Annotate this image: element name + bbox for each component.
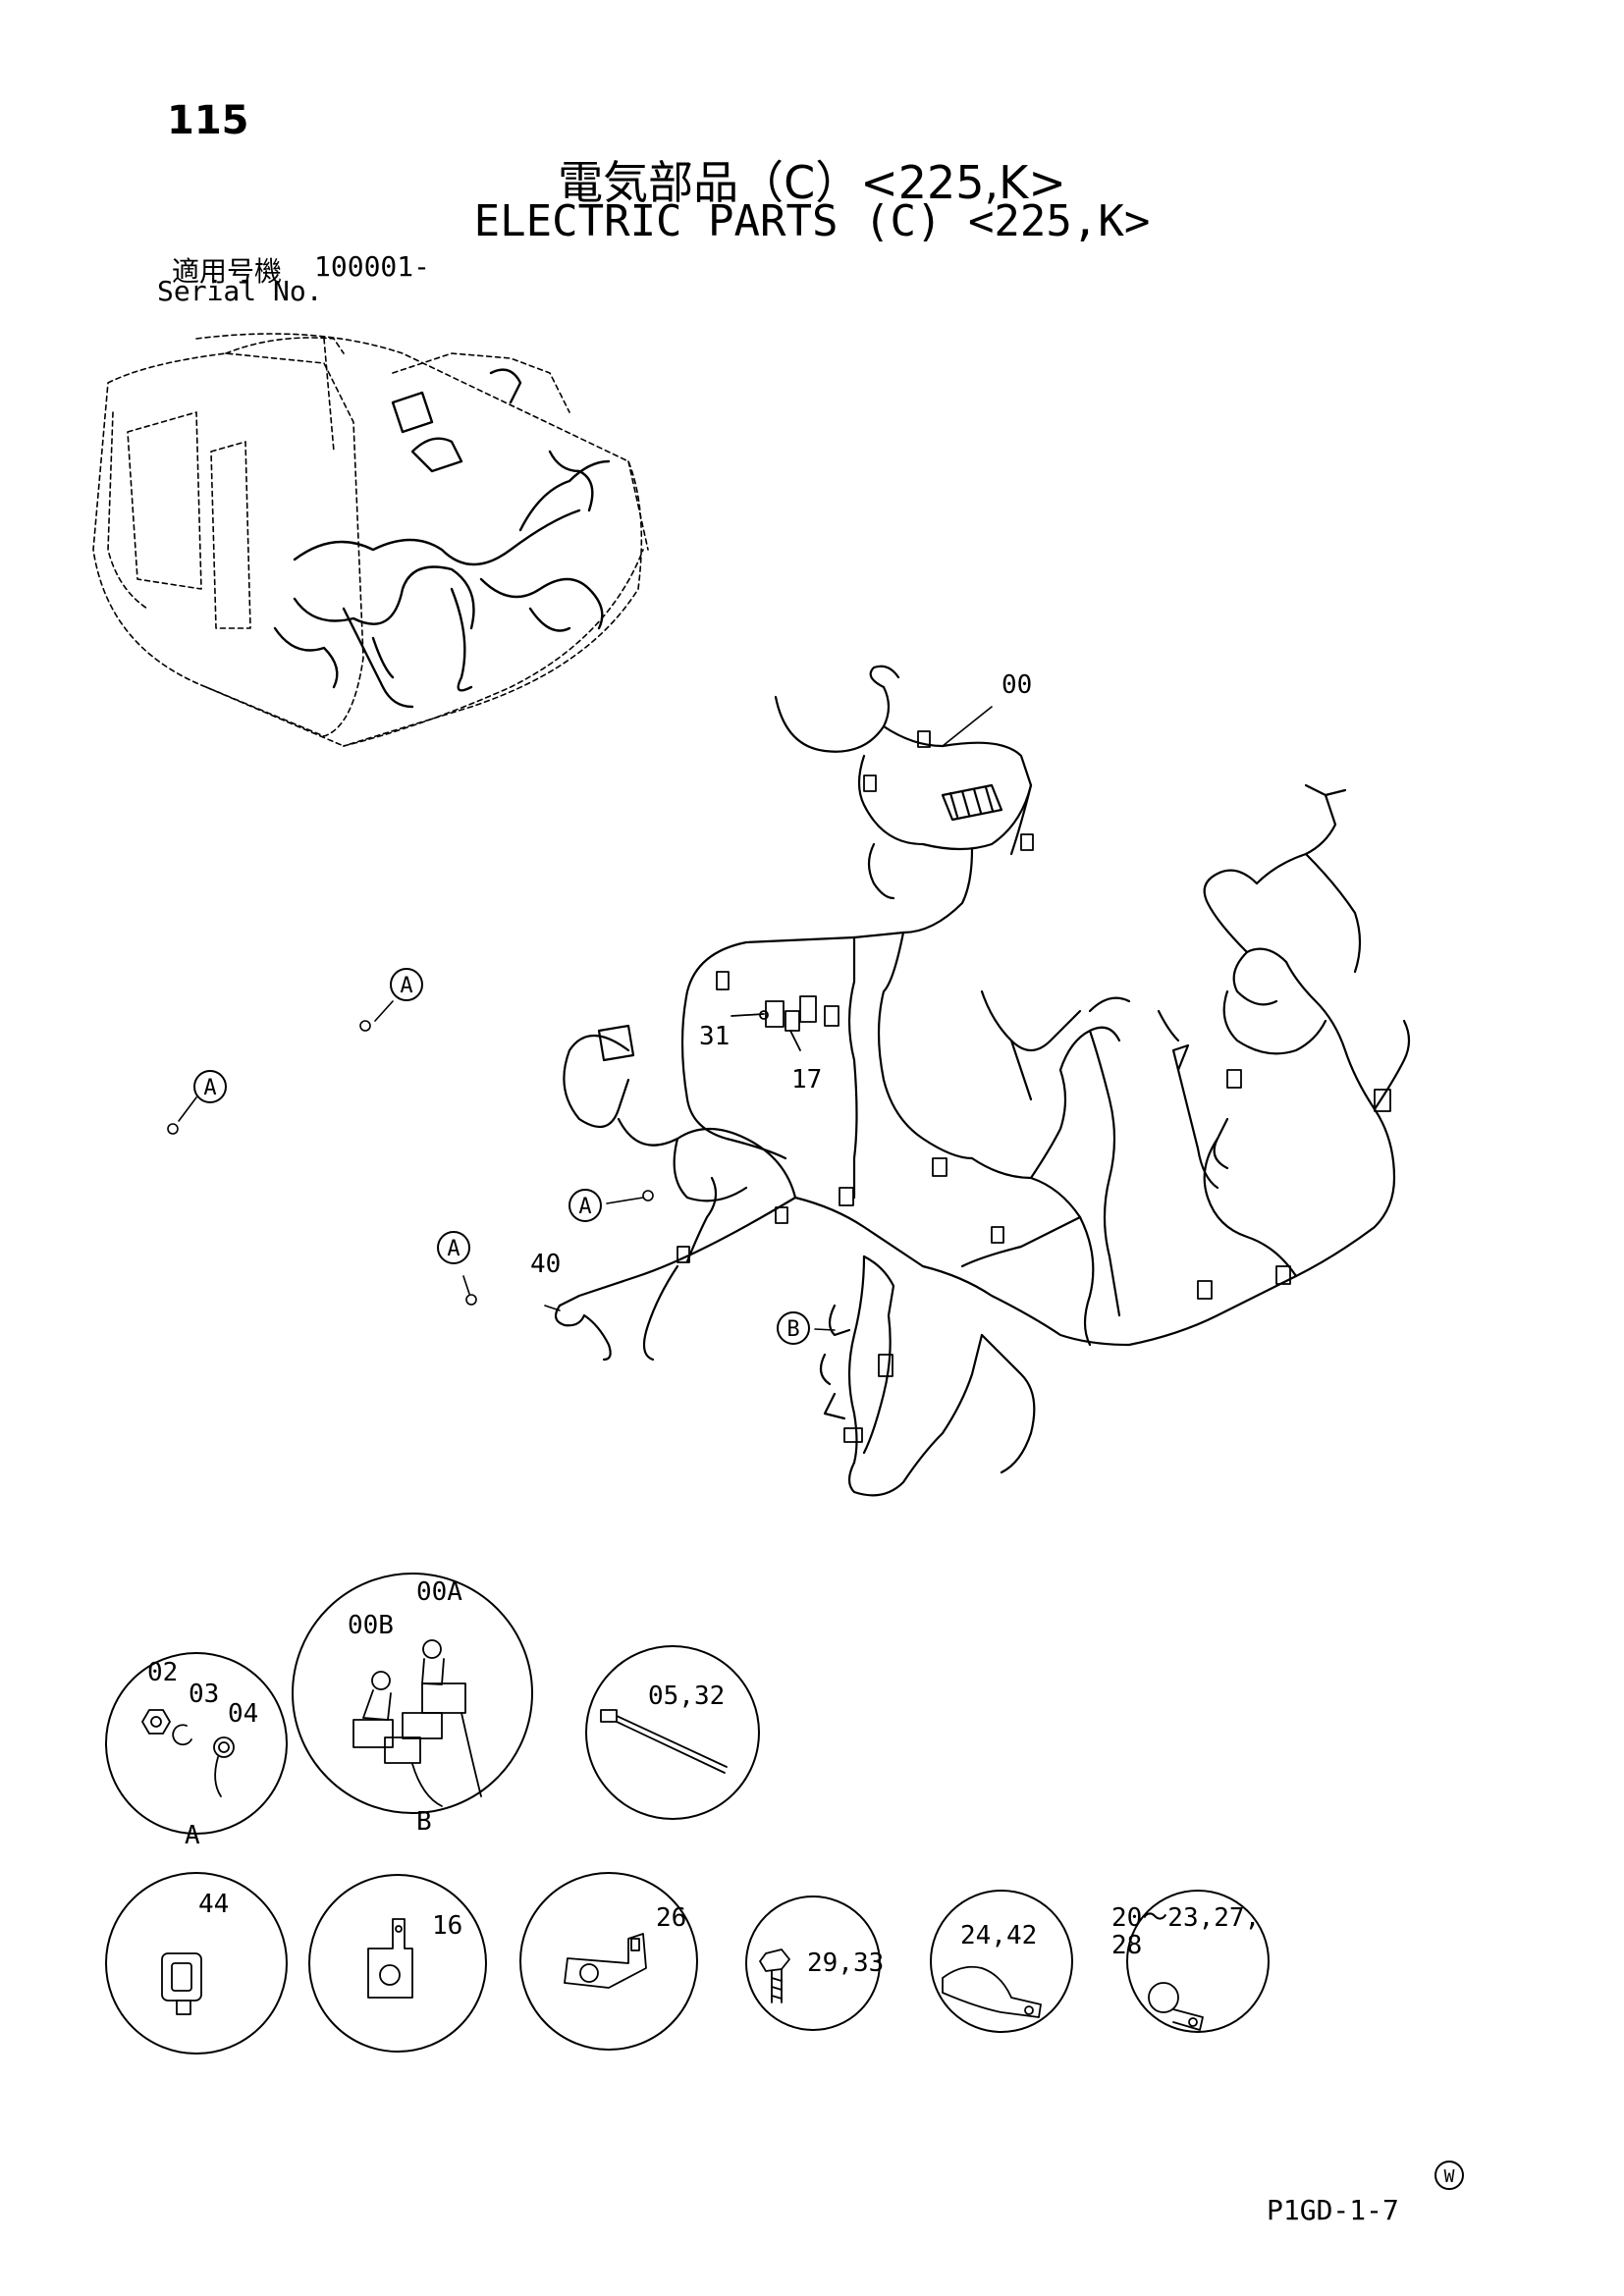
detail-part-20-23: 20～23,27, xyxy=(1111,1903,1260,1933)
detail-part-29-33: 29,33 xyxy=(807,1949,884,1978)
detail-part-16: 16 xyxy=(432,1911,462,1941)
ref-a-marker-2: A xyxy=(203,1076,216,1100)
ref-a-marker-1: A xyxy=(400,974,412,998)
detail-a-parts xyxy=(141,1709,235,1797)
part-24-clamp xyxy=(942,1965,1042,2018)
ref-b-marker: B xyxy=(786,1317,799,1342)
detail-tie-parts: 05,32 xyxy=(648,1682,725,1711)
ref-a-marker-4: A xyxy=(447,1237,460,1261)
machine-overview xyxy=(92,333,649,747)
page-title-en: ELECTRIC PARTS (C) <225,K> xyxy=(473,196,1151,246)
serial-label-jp: 適用号機 xyxy=(172,255,283,288)
detail-b-part-00b: 00B xyxy=(348,1611,394,1640)
ref-a-marker-3: A xyxy=(578,1195,591,1219)
overview-harness xyxy=(273,368,611,709)
page-title-jp: 電気部品（C）<225,K> xyxy=(558,156,1066,209)
callout-00: 00 xyxy=(1001,670,1032,700)
footer-mark-circle xyxy=(1435,2161,1464,2190)
reference-markers xyxy=(193,968,810,1345)
serial-value: 100001- xyxy=(314,250,431,283)
harness-clamps xyxy=(677,730,1391,1443)
callout-31: 31 xyxy=(699,1022,730,1051)
nut-parts xyxy=(167,1020,654,1306)
callout-17: 17 xyxy=(791,1065,822,1095)
footer-mark: W xyxy=(1444,2166,1455,2187)
detail-a-part-04: 04 xyxy=(228,1699,258,1729)
leader-lines xyxy=(178,706,993,1331)
part-17-component xyxy=(731,1000,801,1051)
detail-b-label: B xyxy=(416,1807,432,1837)
part-26 xyxy=(564,1933,647,1989)
part-29-bolt xyxy=(759,1949,790,2003)
page-code: P1GD-1-7 xyxy=(1267,2194,1399,2226)
detail-part-28: 28 xyxy=(1111,1931,1142,1960)
part-44 xyxy=(161,1952,202,2015)
detail-circles xyxy=(105,1573,1270,2055)
detail-part-24-42: 24,42 xyxy=(960,1921,1037,1950)
detail-part-26: 26 xyxy=(656,1903,686,1933)
serial-label-en: Serial No. xyxy=(157,275,323,307)
detail-a-label: A xyxy=(185,1821,200,1850)
page-number: 115 xyxy=(167,98,249,143)
detail-a-part-03: 03 xyxy=(189,1680,219,1709)
detail-a-part-02: 02 xyxy=(147,1658,178,1687)
detail-b-part-00a: 00A xyxy=(416,1577,462,1607)
main-harness xyxy=(554,665,1411,1497)
detail-b-parts xyxy=(352,1639,482,1807)
detail-part-44: 44 xyxy=(198,1890,229,1919)
part-20-clamp xyxy=(1148,1982,1204,2031)
callout-40: 40 xyxy=(530,1250,561,1279)
part-16 xyxy=(367,1918,413,1999)
tie-band xyxy=(600,1709,728,1774)
